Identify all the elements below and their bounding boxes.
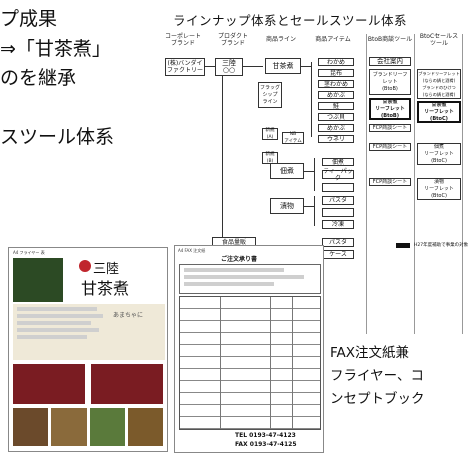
flagship-line-box: フラッグ シップ ライン [258, 82, 282, 108]
btob-tool-box: 甘茶煮 リーフレット (BtoB) [369, 98, 411, 120]
order-form-info-box [179, 264, 321, 294]
btoc-tool-box: 佃煮 リーフレット (BtoC) [417, 143, 461, 165]
caption-line2: フライヤー、コ [330, 368, 424, 384]
order-form-table [179, 296, 321, 430]
flyer-tagline: あまちゃに [113, 312, 144, 319]
flyer-brand-main: 甘茶煮 [81, 279, 130, 298]
connector [222, 76, 223, 242]
left-text-line2: ⇒「甘茶煮」 [0, 38, 111, 60]
connector [314, 158, 315, 191]
item-box: めかぶ [318, 124, 354, 132]
item-box: 昆布 [318, 69, 354, 77]
connector [304, 206, 314, 207]
connector [314, 196, 315, 226]
item-box: わかめ [318, 58, 354, 66]
connector [205, 66, 215, 67]
item-box: 佃煮 [322, 158, 354, 166]
flyer-photo [13, 258, 63, 302]
item-box: ケース [322, 250, 354, 259]
line-tsukemono-box: 漬物 [270, 198, 304, 214]
item-box: ティーパック [322, 167, 354, 182]
btob-tool-box: ブランドリーフ レット (BtoB) [369, 69, 411, 95]
column-divider [462, 34, 463, 334]
order-form-title: ご注文承り書 [221, 256, 258, 263]
column-header: BtoCセールス ツール [419, 33, 459, 47]
item-box: 茎わかめ [318, 80, 354, 88]
item-box: めかぶ [318, 91, 354, 99]
corporate-brand-box: (株)バンダイ ファクトリー [165, 58, 205, 76]
flyer-photo-strip [13, 408, 163, 446]
column-header: 商品ライン [265, 36, 296, 43]
item-box: つぶ貝 [318, 113, 354, 121]
item-box: 冷凍 [322, 220, 354, 229]
legend-swatch [396, 243, 410, 248]
flyer-brand-top: 三陸 [93, 262, 120, 277]
line-amachani-box: 甘茶煮 [265, 58, 301, 74]
caption-line1: FAX注文紙兼 [330, 345, 410, 361]
legend-label: H27年度補助で事業の対象 [414, 243, 469, 248]
column-header: コーポレート ブランド [164, 33, 201, 47]
connector [301, 66, 311, 67]
diagram-title: ラインナップ体系とセールスツール体系 [173, 13, 408, 28]
btob-tool-box: FCP商談シート [369, 124, 411, 132]
order-form-header: A4 FAX 注文紙 [178, 248, 206, 253]
btob-tool-box: 会社案内 [369, 57, 411, 66]
left-text-line4: スツール体系 [0, 126, 115, 148]
flyer-brand-area: 三陸 甘茶煮 [67, 258, 167, 302]
item-box [322, 208, 354, 217]
left-text-line1: プ成果 [0, 8, 58, 30]
btoc-tool-box: 甘茶煮 リーフレット (BtoC) [417, 101, 461, 123]
flower-icon [79, 260, 91, 272]
connector [311, 62, 312, 137]
new-item-box: 新規 (A) [262, 128, 278, 140]
column-divider [414, 34, 415, 334]
nb-item-box: NB アイテム [282, 132, 304, 144]
column-header: プロダクト ブランド [217, 33, 248, 47]
flyer-text-block: あまちゃに [13, 304, 165, 360]
caption-line3: ンセプトブック [330, 391, 425, 407]
connector [243, 66, 263, 67]
fax-order-form-thumbnail: A4 FAX 注文紙 ご注文承り書 TEL 0193-47-4123 FAX 0… [174, 245, 324, 453]
order-fax: FAX 0193-47-4125 [235, 441, 297, 448]
line-tsukudani-box: 佃煮 [270, 163, 304, 179]
btob-tool-box: FCP商談シート [369, 178, 411, 186]
order-tel: TEL 0193-47-4123 [235, 432, 296, 439]
item-box: パスタ [322, 238, 354, 247]
flyer-thumbnail: A4 フライヤー 表 三陸 甘茶煮 あまちゃに [8, 247, 168, 452]
btoc-tool-box: ブランドリーフレット (ならの鍋と酒肴) ブランドのひけつ (ならの鍋と酒肴) [417, 69, 461, 99]
item-box: ウネリ [318, 135, 354, 143]
item-box [322, 183, 354, 192]
column-header: BtoB商談ツール [367, 36, 413, 43]
connector [304, 171, 314, 172]
item-box: パスタ [322, 196, 354, 205]
btob-tool-box: FCP商談シート [369, 143, 411, 151]
flyer-header: A4 フライヤー 表 [13, 250, 45, 255]
item-box: 鮭 [318, 102, 354, 110]
btoc-tool-box: 漬物 リーフレット (BtoC) [417, 178, 461, 200]
product-photo [13, 364, 85, 404]
product-brand-box: 三陸 ○○ [215, 58, 243, 76]
product-photo [91, 364, 163, 404]
left-text-line3: のを継承 [0, 67, 77, 89]
column-divider [366, 34, 367, 334]
column-header: 商品アイテム [315, 36, 351, 43]
